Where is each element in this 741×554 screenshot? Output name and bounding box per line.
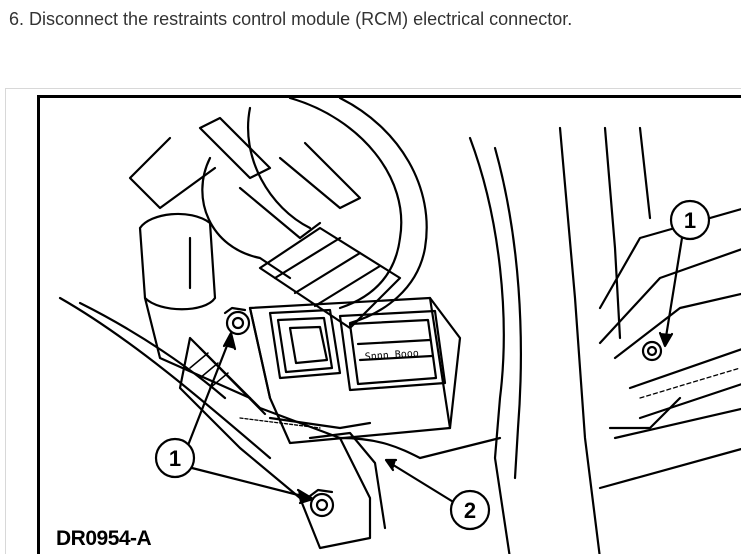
callout-leader-left-down [190,466,312,500]
callout-circle-2 [449,489,491,531]
step-instruction: 6. Disconnect the restraints control mod… [9,9,573,29]
technical-illustration: Snnn Booo 1 1 2 DR0954-A [37,95,741,554]
bolt-lower-icon [309,492,335,518]
callout-circle-1-left [154,437,196,479]
callout-leader-bottom [388,461,457,505]
mounting-bracket [178,336,372,550]
connector-lettering: Snnn Booo [364,348,419,363]
figure-container: Snnn Booo 1 1 2 DR0954-A [5,88,741,554]
callout-label-1-left: 1 [169,446,181,471]
callout-leader-left-up [183,336,232,455]
pillar-outline [468,136,511,554]
callout-leader-right [663,236,684,345]
connector-small [268,308,342,380]
callout-label-2: 2 [464,498,476,523]
bolt-right-icon [641,340,663,362]
bolt-upper-icon [225,310,251,336]
callout-circle-1-right [669,199,711,241]
callout-label-1-right: 1 [684,208,696,233]
rcm-connector-illustration: Snnn Booo 1 1 2 [58,98,741,554]
figure-code-label: DR0954-A [56,527,152,550]
rcm-electrical-connector [338,309,447,392]
